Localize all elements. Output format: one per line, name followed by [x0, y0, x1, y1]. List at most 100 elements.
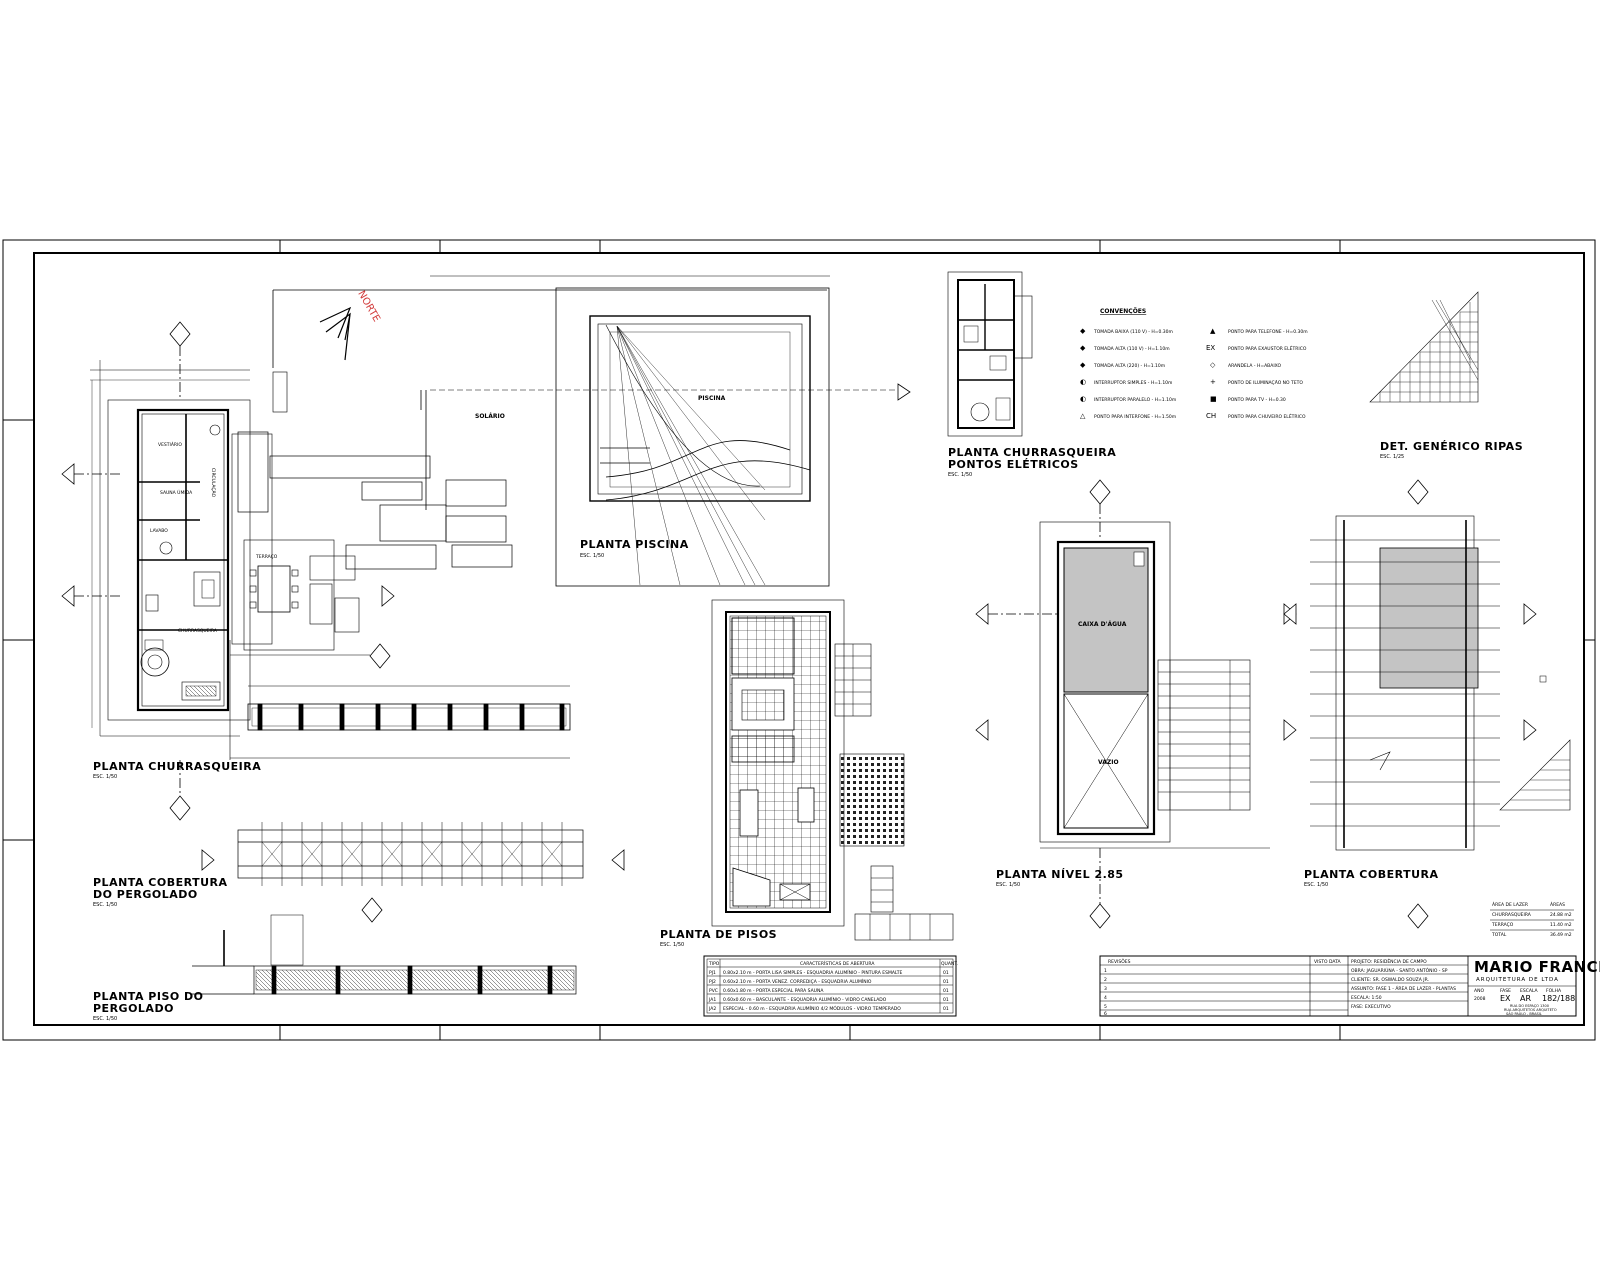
window-table: [703, 955, 957, 1017]
room-label-lavabo: LAVABO: [150, 528, 168, 534]
legend-symbol-tomada-alta-icon: ◆: [1080, 344, 1086, 352]
window-row-0-qty: 01: [943, 970, 949, 976]
code-value-escala: AR: [1520, 994, 1531, 1003]
section-marker-icon: [369, 643, 391, 669]
section-marker-icon: [61, 585, 120, 607]
area-row-2-value: 36.49 m2: [1550, 932, 1572, 938]
scale-ripas: ESC. 1/25: [1380, 454, 1404, 460]
ripas-detail: [1369, 291, 1479, 403]
section-marker-icon: [1407, 903, 1429, 929]
window-row-3-type: JA1: [708, 997, 716, 1003]
section-marker-icon: [169, 321, 191, 400]
legend-left-3: INTERRUPTOR SIMPLES - H=1.10m: [1094, 380, 1172, 386]
revision-row-4: 4: [1104, 995, 1107, 1001]
title-piscina: PLANTA PISCINA: [580, 538, 689, 551]
area-row-0-name: CHURRASQUEIRA: [1492, 912, 1532, 918]
room-label-terraco: TERRAÇO: [255, 554, 278, 560]
title-block: [1099, 955, 1577, 1017]
section-marker-icon: [61, 463, 120, 485]
title-ripas: DET. GENÉRICO RIPAS: [1380, 440, 1523, 453]
area-table: ÁREA DE LAZER ÁREAS CHURRASQUEIRA 24.88 …: [1490, 901, 1574, 938]
section-marker-icon: [1089, 848, 1111, 929]
area-row-2-name: TOTAL: [1491, 932, 1507, 938]
electrical-legend: CONVENÇÕES ◆ ◆ ◆ ◐ ◐ △ TOMADA BAIXA (110…: [1080, 308, 1308, 420]
section-marker-icon: [1089, 479, 1111, 540]
window-row-0-type: PJ1: [709, 970, 716, 976]
area-row-0-value: 24.88 m2: [1550, 912, 1572, 918]
legend-right-3: PONTO DE ILUMINAÇÃO NO TETO: [1228, 379, 1303, 386]
room-label-sauna: SAUNA ÚMIDA: [160, 489, 193, 496]
section-marker-icon: [1523, 603, 1537, 625]
room-label-vestiario: VESTIÁRIO: [158, 441, 182, 448]
title-cobertura: PLANTA COBERTURA: [1304, 868, 1439, 881]
section-marker-icon: [381, 585, 395, 607]
legend-symbol-interruptor-icon: ◐: [1080, 378, 1086, 386]
sheet-border: [2, 239, 1596, 1041]
room-label-circulacao: CIRCULAÇÃO: [210, 468, 217, 498]
window-row-1-desc: 0.60x2.10 m - PORTA VENEZ. CORREDIÇA - E…: [723, 978, 872, 985]
legend-symbol-telefone-icon: ▲: [1210, 327, 1216, 335]
section-marker-icon: [1283, 603, 1297, 625]
scale-piscina: ESC. 1/50: [580, 553, 604, 559]
legend-symbol-chuveiro-icon: CH: [1206, 412, 1216, 420]
legend-left-0: TOMADA BAIXA (110 V) - H=0.30m: [1093, 329, 1173, 335]
area-header-0: ÁREA DE LAZER: [1492, 901, 1528, 908]
title-nivel: PLANTA NÍVEL 2.85: [996, 868, 1124, 881]
legend-right-4: PONTO PARA TV - H=0.30: [1228, 397, 1286, 403]
legend-right-1: PONTO PARA EXAUSTOR ELÉTRICO: [1228, 344, 1307, 352]
window-row-2-desc: 0.60x1.80 m - PORTA ESPECIAL PARA SAUNA: [723, 988, 824, 994]
pool-plan: [237, 275, 905, 587]
window-table-header-2: QUANT.: [941, 961, 958, 967]
pergola-floor-plan: [192, 914, 577, 995]
title-block-line-0: PROJETO: RESIDÊNCIA DE CAMPO: [1351, 957, 1427, 965]
revision-row-1: 1: [1104, 968, 1107, 974]
legend-symbol-tv-icon: ■: [1210, 395, 1217, 403]
room-label-vazio: VAZIO: [1098, 759, 1119, 766]
brand-name: MARIO FRANCISCO: [1474, 958, 1600, 976]
title-cobertura-pergolado-1: PLANTA COBERTURA: [93, 876, 228, 889]
legend-left-4: INTERRUPTOR PARALELO - H=1.10m: [1094, 397, 1176, 403]
area-row-1-value: 11.40 m2: [1550, 922, 1572, 928]
churrasqueira-plan: [90, 360, 370, 760]
title-block-line-2: CLIENTE: SR. OSWALDO SOUZA JR.: [1351, 977, 1429, 983]
nivel-285-plan: [1039, 521, 1270, 849]
revisions-header: REVISÕES: [1108, 958, 1131, 965]
title-block-line-1: OBRA: JAGUARIÚNA - SANTO ANTÔNIO - SP: [1351, 967, 1448, 974]
title-piso-pergolado-1: PLANTA PISO DO: [93, 990, 204, 1003]
room-label-solarium: SOLÁRIO: [475, 413, 505, 420]
window-row-2-qty: 01: [943, 988, 949, 994]
pergola-roof-plan: [237, 822, 584, 886]
window-row-4-desc: ESPECIAL - 0.60 m - ESQUADRIA ALUMÍNIO 4…: [723, 1005, 901, 1012]
scale-pontos: ESC. 1/50: [948, 472, 972, 478]
code-value-ano: 2008: [1474, 996, 1486, 1002]
scale-piso-pergolado: ESC. 1/50: [93, 1016, 117, 1022]
legend-symbol-exaustor-icon: EX: [1206, 344, 1215, 352]
title-block-line-3: ASSUNTO: FASE 1 - ÁREA DE LAZER - PLANTA…: [1351, 985, 1456, 992]
pontos-eletricos-plan: [947, 271, 1033, 437]
revision-row-3: 3: [1104, 986, 1107, 992]
section-marker-icon: [201, 849, 215, 871]
pergola-beam-row: [230, 685, 571, 759]
north-arrow-icon: [319, 306, 352, 361]
legend-symbol-paralelo-icon: ◐: [1080, 395, 1086, 403]
window-row-4-type: JA2: [708, 1006, 716, 1012]
area-row-1-name: TERRAÇO: [1491, 922, 1514, 928]
legend-left-5: PONTO PARA INTERFONE - H=1.50m: [1094, 414, 1176, 420]
scale-pisos: ESC. 1/50: [660, 942, 684, 948]
address-line-1: RUA ARQUITETOS ARQUITETO: [1504, 1008, 1557, 1012]
room-label-churrasqueira: CHURRASQUEIRA: [178, 628, 218, 634]
title-pontos-1: PLANTA CHURRASQUEIRA: [948, 446, 1116, 459]
section-marker-icon: [611, 849, 625, 871]
section-marker-icon: [1523, 719, 1537, 741]
legend-right-0: PONTO PARA TELEFONE - H=0.30m: [1228, 329, 1308, 335]
title-pisos: PLANTA DE PISOS: [660, 928, 777, 941]
revisions-header-right: VISTO DATA: [1314, 959, 1341, 965]
legend-left-1: TOMADA ALTA (110 V) - H=1.10m: [1093, 346, 1170, 352]
window-row-1-qty: 01: [943, 979, 949, 985]
legend-left-2: TOMADA ALTA (220) - H=1.10m: [1093, 363, 1165, 369]
section-markers: [61, 321, 1537, 929]
legend-symbol-tomada-220-icon: ◆: [1080, 361, 1086, 369]
address-line-2: SÃO PAULO - BRASIL: [1506, 1011, 1542, 1016]
address-line-0: RUA DO ESPAÇO 1300: [1510, 1004, 1549, 1008]
